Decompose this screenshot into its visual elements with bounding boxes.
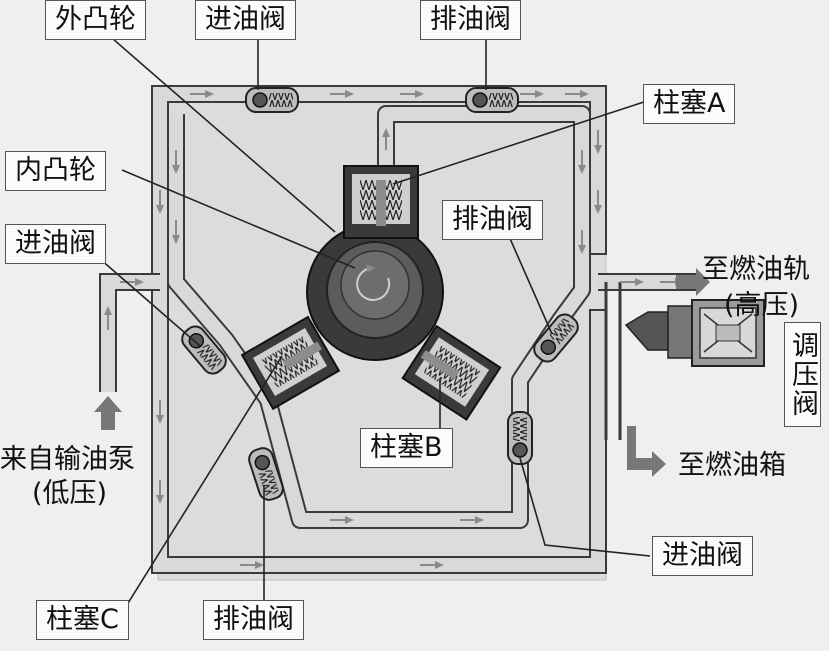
- inlet-valve-bottom-body: [507, 411, 533, 465]
- inlet-valve-bottom-label: 进油阀: [652, 536, 753, 576]
- external-arrows: [94, 268, 710, 477]
- plunger-b-body: [401, 324, 502, 421]
- plunger-c-body: [240, 315, 341, 411]
- plunger-a-body: [343, 165, 419, 239]
- from-feed-pump-label: 来自输油泵: [0, 444, 135, 475]
- flow-arrows: [104, 90, 684, 569]
- outlet-valve-right-body: [533, 313, 579, 363]
- inlet-valve-left-body: [181, 325, 227, 375]
- outlet-valve-bottom-label: 排油阀: [203, 600, 304, 640]
- pressure-regulator-body: [624, 299, 765, 367]
- outlet-valve-bottom-body: [248, 447, 284, 501]
- inlet-valve-left-label: 进油阀: [5, 224, 106, 264]
- inner-cam-label: 内凸轮: [5, 151, 106, 191]
- pressure-regulator-label: 调压阀: [784, 322, 821, 427]
- to-fuel-rail-label: 至燃油轨: [702, 254, 810, 285]
- cam-assembly: [306, 223, 444, 361]
- outer-cam-label: 外凸轮: [45, 0, 146, 40]
- high-pressure-label: (高压): [724, 290, 800, 321]
- outlet-valve-right-label: 排油阀: [442, 200, 543, 240]
- outlet-valve-top-body: [465, 87, 519, 113]
- to-fuel-tank-label: 至燃油箱: [678, 450, 786, 481]
- plunger-c-label: 柱塞C: [36, 600, 129, 640]
- plunger-a-label: 柱塞A: [643, 84, 736, 124]
- leader-lines: [91, 31, 651, 617]
- outlet-valve-top-label: 排油阀: [420, 0, 521, 40]
- inlet-valve-top-label: 进油阀: [195, 0, 296, 40]
- plunger-b-label: 柱塞B: [360, 428, 453, 468]
- inlet-valve-top-body: [245, 87, 299, 113]
- low-pressure-label: (低压): [32, 478, 108, 509]
